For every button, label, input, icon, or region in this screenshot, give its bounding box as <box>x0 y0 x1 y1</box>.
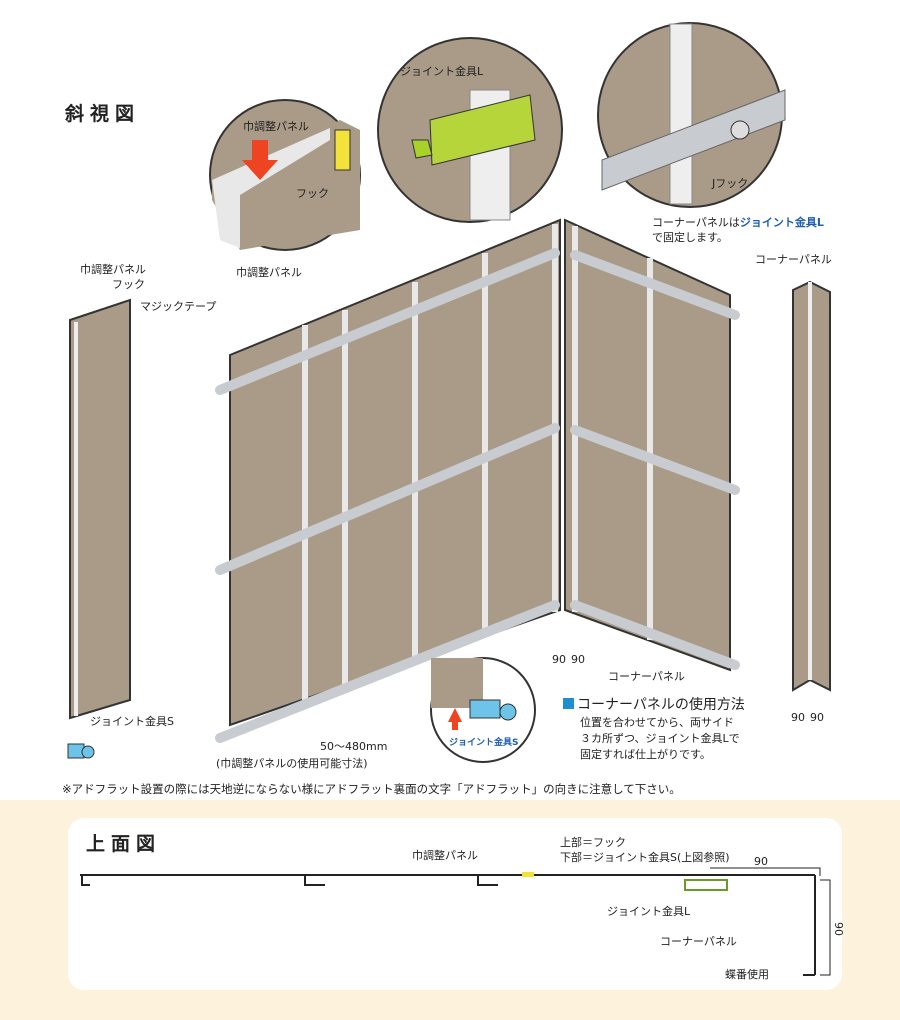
label: ジョイント金具S <box>449 736 518 748</box>
label: 90 <box>832 922 845 936</box>
usage-title: コーナーパネルの使用方法 <box>577 696 745 713</box>
wall-left <box>215 218 561 743</box>
detail-circle-hook <box>209 99 361 251</box>
label: 90 <box>791 711 805 724</box>
label: Jフック <box>711 177 748 190</box>
joint-s-part <box>67 743 95 759</box>
label: コーナーパネル <box>660 935 737 948</box>
label: フック <box>296 187 329 200</box>
top-view-panel <box>68 818 842 990</box>
label: フック <box>112 278 145 291</box>
label: 巾調整パネル <box>243 119 309 133</box>
label: (巾調整パネルの使用可能寸法) <box>216 756 368 770</box>
label: 90 <box>552 653 566 666</box>
label: 巾調整パネル <box>412 848 478 862</box>
label: 下部＝ジョイント金具S(上図参照) <box>560 850 730 864</box>
right-corner-panel <box>792 280 831 692</box>
label: コーナーパネル <box>755 253 832 266</box>
label: 蝶番使用 <box>725 967 769 981</box>
left-adjust-panel <box>69 298 131 720</box>
down-arrow-icon <box>242 140 278 180</box>
label: 90 <box>810 711 824 724</box>
label: 巾調整パネル <box>236 265 302 279</box>
square-bullet-icon <box>563 698 574 709</box>
top-view-plan <box>80 867 831 976</box>
usage-line: 位置を合わせてから、両サイド <box>580 715 734 729</box>
label: ジョイント金具S <box>90 714 174 728</box>
detail-circle-joint-s <box>430 657 536 763</box>
usage-line: ３カ所ずつ、ジョイント金具Lで <box>580 731 740 745</box>
note: ※アドフラット設置の際には天地逆にならない様にアドフラット裏面の文字「アドフラッ… <box>62 782 681 796</box>
label: 上部＝フック <box>560 835 626 849</box>
hook-marker <box>522 872 534 877</box>
label: コーナーパネル <box>608 670 685 683</box>
detail-circle-j-hook <box>597 22 786 208</box>
up-arrow-icon <box>448 708 462 730</box>
wall-right <box>564 218 740 672</box>
top-view-title: 上面図 <box>86 833 161 855</box>
label: マジックテープ <box>140 300 216 313</box>
label: 50～480mm <box>320 740 387 753</box>
label: 90 <box>571 653 585 666</box>
label: 90 <box>754 855 768 868</box>
label: 巾調整パネル <box>80 262 146 276</box>
title: 斜視図 <box>64 102 140 125</box>
usage-line: 固定すれば仕上がりです。 <box>580 747 711 761</box>
label: コーナーパネルはジョイント金具L <box>652 215 824 229</box>
label: ジョイント金具L <box>400 64 484 78</box>
label: で固定します。 <box>652 230 728 244</box>
detail-circle-joint-l <box>377 37 563 223</box>
label: ジョイント金具L <box>607 904 691 918</box>
